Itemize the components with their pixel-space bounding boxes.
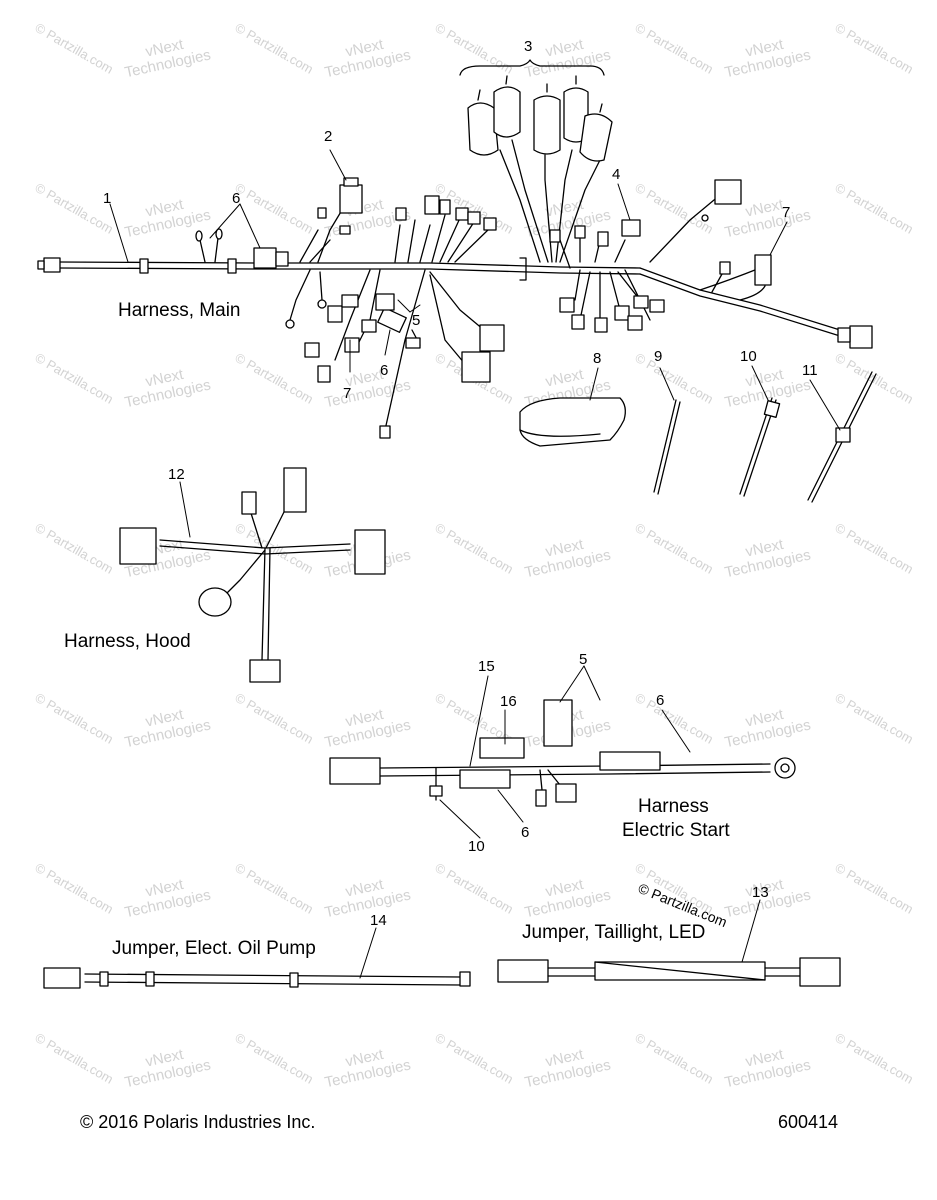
callout-7-main-right: 7	[782, 204, 791, 221]
title-jumper-oil-pump: Jumper, Elect. Oil Pump	[112, 938, 316, 959]
callout-8: 8	[593, 350, 602, 367]
callout-6-main-lower: 6	[380, 362, 389, 379]
harness-electric-start	[329, 699, 796, 807]
callout-6-electric-start-lower: 6	[521, 824, 530, 841]
callout-2: 2	[324, 128, 333, 145]
jumper-oil-pump	[43, 967, 471, 989]
callout-6-main-upper: 6	[232, 190, 241, 207]
title-harness-hood: Harness, Hood	[64, 631, 191, 652]
callout-14: 14	[370, 912, 387, 929]
copyright-text: © 2016 Polaris Industries Inc.	[80, 1112, 316, 1132]
callout-6-electric-start-right: 6	[656, 692, 665, 709]
callout-13: 13	[752, 884, 769, 901]
callout-3: 3	[524, 38, 533, 55]
title-harness-main: Harness, Main	[118, 300, 241, 321]
cover-item-8	[519, 397, 626, 447]
callout-12: 12	[168, 466, 185, 483]
callout-11: 11	[802, 362, 818, 379]
leader-lines	[109, 149, 841, 979]
title-harness-electric-start-line1: Harness	[638, 796, 709, 817]
title-jumper-taillight: Jumper, Taillight, LED	[522, 922, 706, 943]
callout-1: 1	[103, 190, 112, 207]
callout-5-electric-start: 5	[579, 651, 588, 668]
callout-9: 9	[654, 348, 663, 365]
callout-5-main: 5	[412, 312, 421, 329]
callout-15: 15	[478, 658, 495, 675]
callout-10-electric-start: 10	[468, 838, 485, 855]
jumper-taillight	[497, 957, 841, 987]
diagram-id: 600414	[778, 1112, 839, 1132]
harness-main	[37, 59, 873, 439]
callout-16: 16	[500, 693, 517, 710]
callout-7-main-left: 7	[343, 385, 352, 402]
ties-items-9-10-11	[653, 371, 877, 503]
callout-4: 4	[612, 166, 621, 183]
harness-hood	[119, 467, 386, 683]
title-harness-electric-start-line2: Electric Start	[622, 820, 730, 841]
callout-10-main: 10	[740, 348, 757, 365]
